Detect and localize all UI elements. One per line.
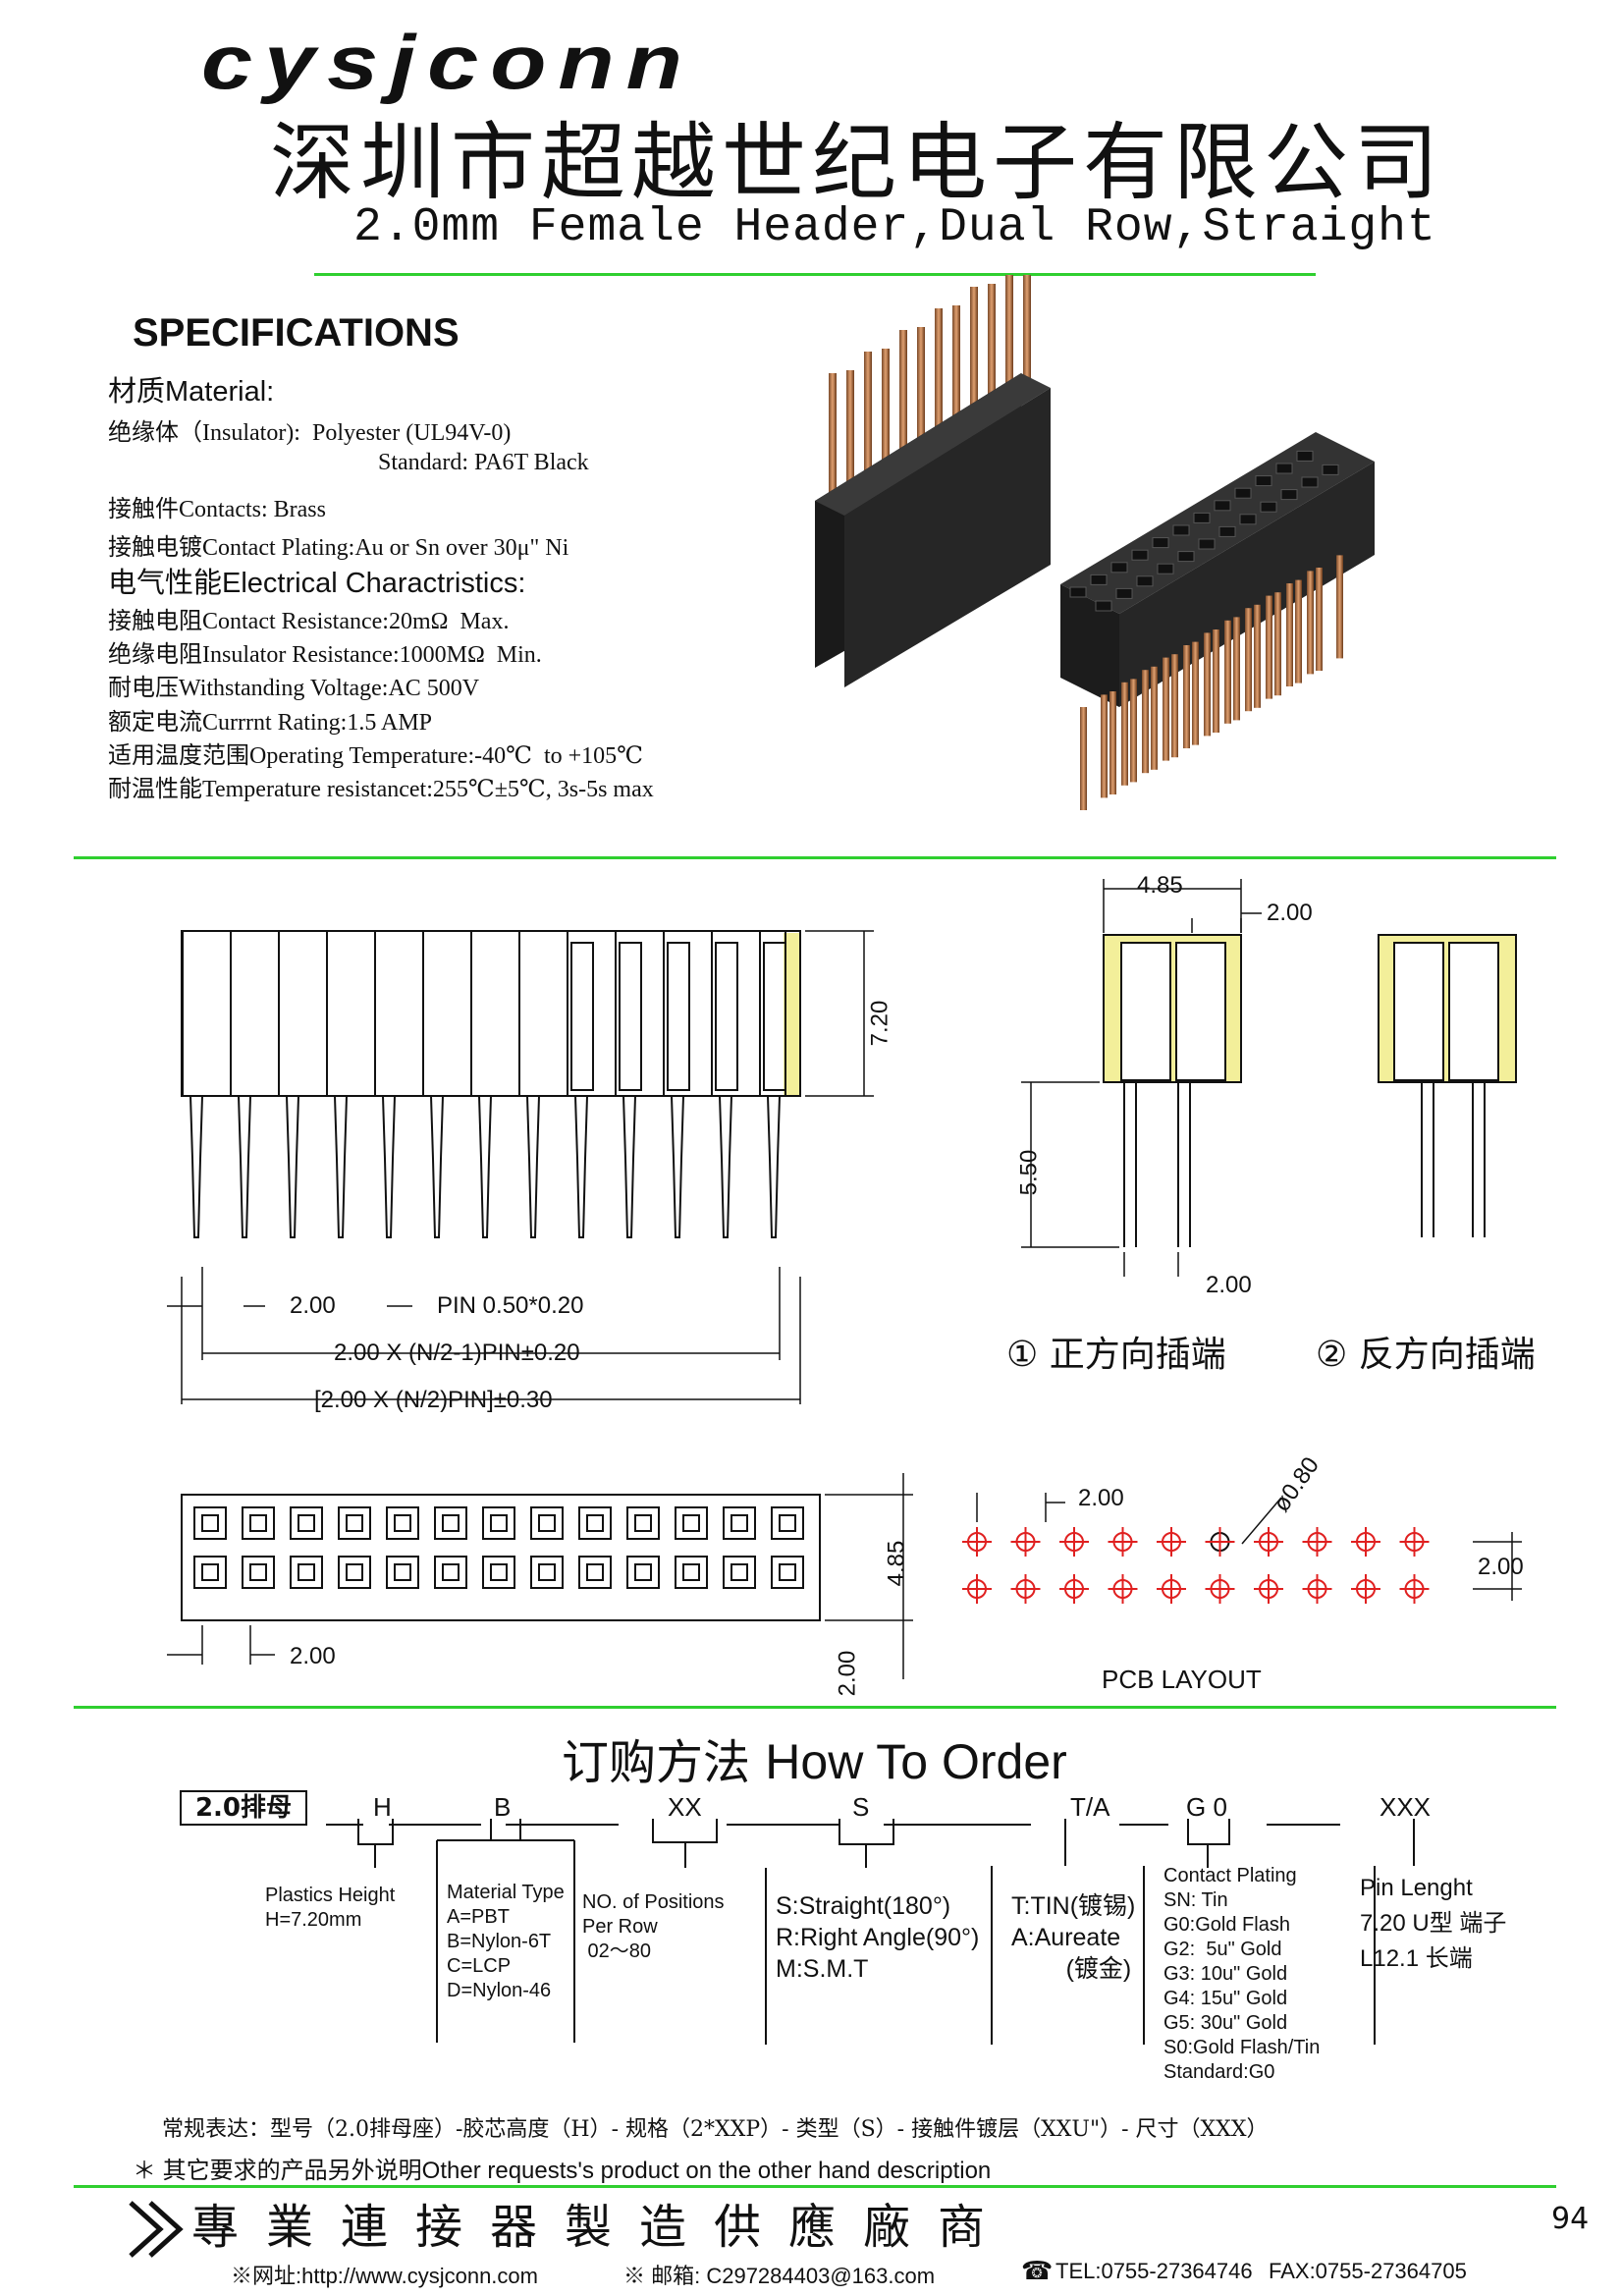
material-type-info: Material Type A=PBT B=Nylon-6T C=LCP D=N… — [447, 1882, 565, 2001]
company-name: 深圳市超越世纪电子有限公司 — [270, 114, 1444, 212]
product-title: 2.0mm Female Header,Dual Row,Straight — [353, 201, 1436, 254]
type-info: S:Straight(180°) R:Right Angle(90°) M:S.… — [776, 1892, 980, 1983]
top-pitch-dimension: 2.00 — [290, 1643, 336, 1669]
side-pitch-dimension: 2.00 — [1267, 900, 1313, 926]
length-formula-2: [2.00 X (N/2)PIN]±0.30 — [314, 1387, 553, 1413]
front-view-drawing — [167, 930, 874, 1404]
pitch-dimension: 2.00 — [290, 1292, 336, 1319]
contact-plating-info: Contact Plating SN: Tin G0:Gold Flash G2… — [1163, 1865, 1321, 2083]
order-code-xx: XX — [668, 1792, 702, 1822]
contact-resistance-spec: 接触电阻Contact Resistance:20mΩ Max. — [108, 609, 510, 634]
pcb-pitch-dimension: 2.00 — [1078, 1485, 1124, 1511]
order-code-s: S — [852, 1792, 870, 1822]
fax-text: FAX:0755-27364705 — [1269, 2259, 1467, 2283]
insulator-spec: 绝缘体（Insulator): Polyester (UL94V-0) — [108, 420, 512, 446]
company-logo: cysjconn — [201, 19, 694, 105]
order-code-h: H — [373, 1792, 392, 1822]
top-view-drawing — [167, 1473, 913, 1679]
footer-divider — [74, 2185, 1556, 2188]
order-code-xxx: XXX — [1380, 1792, 1432, 1822]
order-code-b: B — [494, 1792, 512, 1822]
pin-size-dimension: PIN 0.50*0.20 — [437, 1292, 584, 1319]
header-divider — [314, 273, 1316, 276]
plating-spec: 接触电镀Contact Plating:Au or Sn over 30μ" N… — [108, 535, 569, 561]
phone-icon: ☎ — [1021, 2257, 1054, 2286]
product-render-image — [815, 275, 1375, 810]
standard-spec: Standard: PA6T Black — [378, 450, 589, 475]
order-code-g0: G 0 — [1186, 1792, 1227, 1822]
order-title-en: How To Order — [765, 1734, 1067, 1789]
pin-length-info: Pin Lenght 7.20 U型 端子 L12.1 长端 — [1360, 1875, 1507, 1972]
material-heading: 材质Material: — [108, 376, 275, 408]
side-view-drawings — [1021, 879, 1517, 1277]
length-formula-1: 2.00 X (N/2-1)PIN±0.20 — [334, 1339, 580, 1366]
order-code-box: 2.0排母 — [180, 1790, 307, 1826]
tel-text: TEL:0755-27364746 — [1055, 2259, 1253, 2283]
operating-temperature-spec: 适用温度范围Operating Temperature:-40℃ to +105… — [108, 743, 644, 769]
order-title-cn: 订购方法 — [562, 1735, 751, 1790]
footer-slogan: 專業連接器製造供應廠商 — [191, 2200, 1013, 2255]
forward-insertion-caption: ① 正方向插端 — [1006, 1335, 1226, 1375]
side-width-dimension: 4.85 — [1137, 872, 1183, 899]
pcb-layout-drawing — [962, 1493, 1522, 1604]
pcb-row-pitch-dimension: 2.00 — [1478, 1554, 1524, 1580]
plastics-height-info: Plastics Height H=7.20mm — [265, 1885, 396, 1931]
page-number: 94 — [1551, 2202, 1590, 2236]
chevron-right-icon — [129, 2201, 184, 2258]
order-code-ta: T/A — [1070, 1792, 1110, 1822]
side-pitch-bottom-dimension: 2.00 — [1206, 1272, 1252, 1298]
specifications-title: SPECIFICATIONS — [133, 311, 460, 355]
section-divider-2 — [74, 1706, 1556, 1709]
section-divider-1 — [74, 856, 1556, 859]
reverse-insertion-caption: ② 反方向插端 — [1316, 1335, 1536, 1375]
top-width-dimension: 4.85 — [883, 1540, 910, 1587]
email-text: ※ 邮箱: C297284403@163.com — [623, 2264, 936, 2288]
tin-info: T:TIN(镀锡) A:Aureate (镀金) — [1011, 1892, 1136, 1983]
electrical-heading: 电气性能Electrical Charactristics: — [108, 568, 526, 599]
insulator-resistance-spec: 绝缘电阻Insulator Resistance:1000MΩ Min. — [108, 642, 542, 668]
order-title: 订购方法 How To Order — [562, 1723, 1067, 1792]
temperature-resistance-spec: 耐温性能Temperature resistancet:255℃±5℃, 3s-… — [108, 777, 654, 802]
positions-info: NO. of Positions Per Row 02～80 — [582, 1891, 725, 1962]
top-pitch-vertical-dimension: 2.00 — [834, 1650, 861, 1697]
withstanding-voltage-spec: 耐电压Withstanding Voltage:AC 500V — [108, 676, 480, 701]
pcb-layout-label: PCB LAYOUT — [1102, 1665, 1262, 1694]
height-dimension: 7.20 — [866, 1000, 893, 1047]
other-requests-note: ＊ 其它要求的产品另外说明Other requests's product on… — [133, 2158, 992, 2184]
current-rating-spec: 额定电流Currrnt Rating:1.5 AMP — [108, 710, 433, 736]
website-text: ※网址:http://www.cysjconn.com — [231, 2264, 538, 2288]
contacts-spec: 接触件Contacts: Brass — [108, 497, 326, 522]
pin-length-dimension: 5.50 — [1015, 1149, 1043, 1196]
regular-expression: 常规表达：型号（2.0排母座）-胶芯高度（H）- 规格（2*XXP）- 类型（S… — [162, 2117, 1269, 2142]
order-connector-lines — [326, 1819, 1415, 2045]
